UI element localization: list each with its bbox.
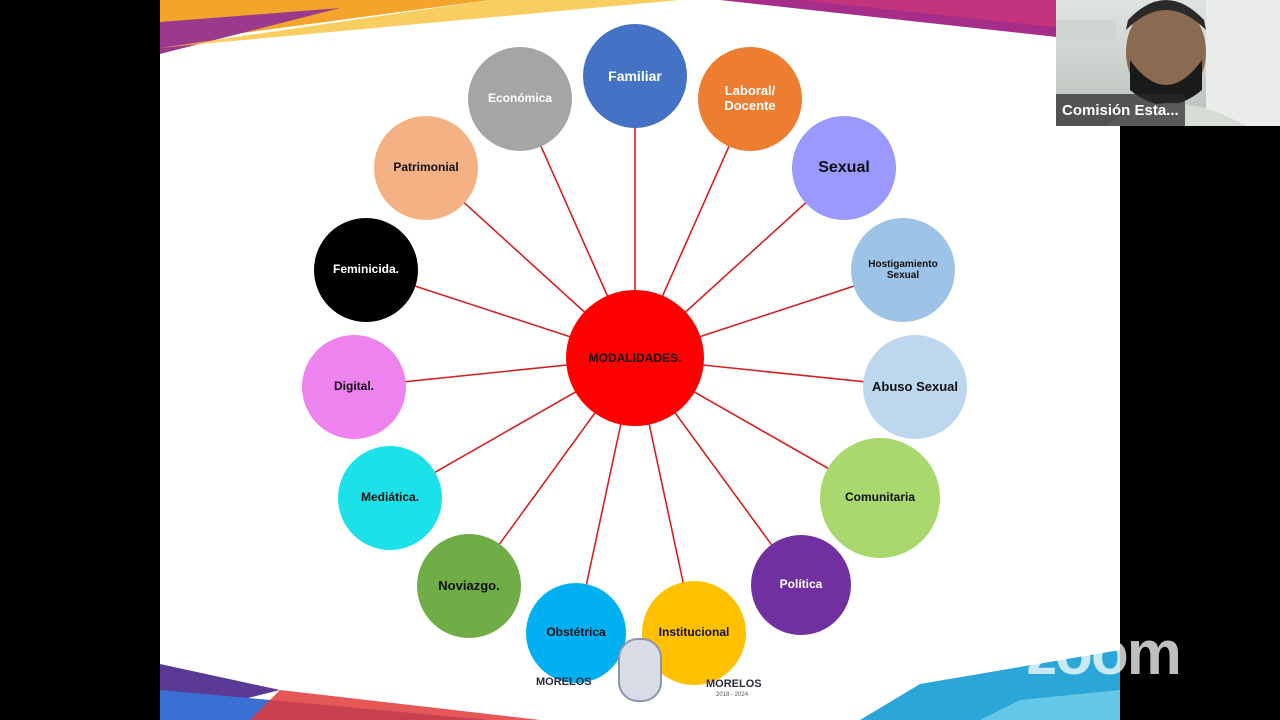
modality-node-abuso-sexual: Abuso Sexual — [863, 335, 967, 439]
modality-node-label: Patrimonial — [393, 160, 459, 175]
logo-right-subtext: 2018 - 2024 — [716, 692, 749, 698]
modality-node-label: Obstétrica — [546, 625, 606, 640]
modality-node-label: Institucional — [658, 625, 730, 640]
modality-node-noviazgo: Noviazgo. — [417, 534, 521, 638]
slide-decoration — [160, 0, 1120, 720]
modality-node-label: Familiar — [608, 67, 662, 84]
modality-node-label: Comunitaria — [844, 490, 915, 505]
modality-node-politica: Política — [751, 535, 851, 635]
modality-node-label: Mediática. — [360, 490, 420, 505]
modality-node-label: Digital. — [333, 379, 374, 394]
modality-node-label: Hostigamiento Sexual — [868, 258, 938, 282]
modality-node-digital: Digital. — [302, 335, 406, 439]
participant-video-tile[interactable]: Comisión Esta... — [1056, 0, 1280, 126]
modality-node-obstetrica: Obstétrica — [526, 583, 626, 683]
modality-node-label: Laboral/ Docente — [724, 83, 776, 113]
center-node-label: MODALIDADES. — [588, 351, 682, 365]
modality-node-label: Feminicida. — [332, 262, 400, 277]
modality-node-label: Noviazgo. — [438, 577, 500, 593]
modality-node-comunitaria: Comunitaria — [820, 438, 940, 558]
participant-video — [1056, 0, 1280, 126]
modality-node-mediatica: Mediática. — [338, 446, 442, 550]
modality-node-label: Abuso Sexual — [872, 378, 958, 394]
modality-node-patrimonial: Patrimonial — [374, 116, 478, 220]
modality-node-feminicida: Feminicida. — [314, 218, 418, 322]
center-node-modalidades: MODALIDADES. — [566, 290, 704, 426]
modality-node-hostigamiento-sexual: Hostigamiento Sexual — [851, 218, 955, 322]
logo-right-text: MORELOS — [706, 678, 762, 690]
modality-node-familiar: Familiar — [583, 24, 687, 128]
seal-logo — [618, 638, 662, 702]
logo-left-text: MORELOS — [536, 676, 592, 688]
zoom-watermark: zoom — [1026, 619, 1182, 688]
modality-node-sexual: Sexual — [792, 116, 896, 220]
modality-node-laboral-docente: Laboral/ Docente — [698, 47, 802, 151]
modality-node-economica: Económica — [468, 47, 572, 151]
modality-node-label: Sexual — [818, 158, 870, 176]
modality-node-label: Económica — [487, 91, 553, 106]
participant-name-label: Comisión Esta... — [1056, 94, 1185, 126]
modality-node-label: Política — [779, 577, 823, 592]
footer-logos: MORELOS MORELOS 2018 - 2024 — [530, 632, 770, 702]
